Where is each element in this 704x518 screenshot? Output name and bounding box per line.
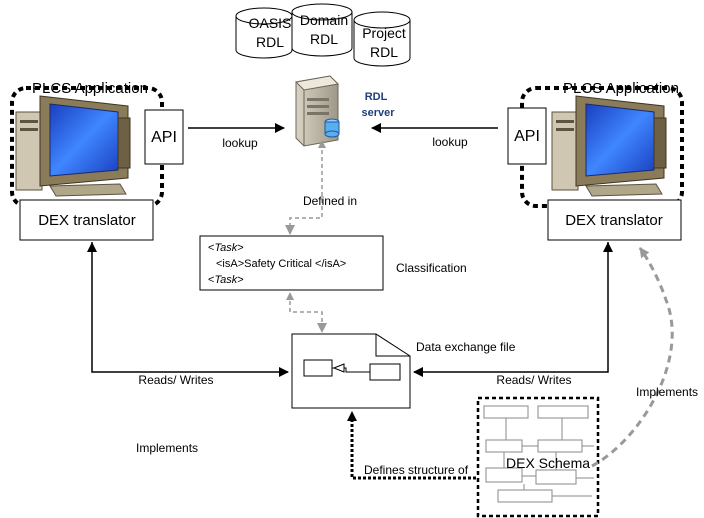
right-dex-translator-label: DEX translator [565,212,663,229]
classification-box: <Task> <isA>Safety Critical </isA> <Task… [199,235,384,291]
project-label-line2: RDL [370,44,398,60]
right-api-box [507,107,547,165]
rdl-server-label-line1: RDL [365,91,388,103]
domain-rdl-database: Domain RDL [291,3,353,57]
classification-label: Classification [396,261,467,275]
project-label-line1: Project [362,25,406,41]
classification-line3: <Task> [208,274,244,286]
data-exchange-file-label: Data exchange file [416,340,516,354]
left-computer-icon [15,95,131,197]
defined-in-connector [285,150,323,235]
classification-line2: <isA>Safety Critical </isA> [216,258,346,270]
defines-structure-arrow [347,411,476,480]
classification-file-connector [289,294,327,333]
left-lookup-label: lookup [222,136,258,150]
right-reads-writes-start-arrowhead [603,242,613,252]
implements-right-label: Implements [636,385,698,399]
left-plcs-application: API PLCS Application DEX translator [10,80,184,241]
oasis-label-line1: OASIS [249,15,292,31]
domain-label-line1: Domain [300,12,348,28]
project-rdl-database: Project RDL [353,11,411,67]
left-reads-writes-label: Reads/ Writes [138,373,213,387]
dex-schema-diagram [476,396,600,518]
defined-in-label: Defined in [303,194,357,208]
rdl-server-icon [294,75,340,147]
right-dex-translator-box [547,199,682,241]
rdl-server-label-line2: server [361,107,395,119]
classification-file-start-arrowhead [286,292,294,300]
right-reads-writes-label: Reads/ Writes [496,373,571,387]
defined-in-start-arrowhead [318,140,326,148]
right-application-title: PLCS Application [563,80,679,97]
right-computer-icon [551,95,667,197]
classification-line1: <Task> [208,242,244,254]
implements-left-label: Implements [136,441,198,455]
right-lookup-label: lookup [432,135,468,149]
left-api-box [144,109,184,165]
data-exchange-file-icon [291,333,411,409]
right-application-boundary [520,86,684,208]
right-reads-writes-arrow [413,242,609,377]
right-plcs-application: API PLCS Application DEX translator [507,80,684,241]
right-api-label: API [514,128,540,145]
left-dex-translator-label: DEX translator [38,212,136,229]
domain-label-line2: RDL [310,31,338,47]
left-application-title: PLCS Application [32,80,148,97]
left-api-label: API [151,129,177,146]
implements-right-arrow [591,247,674,468]
dex-schema-label: DEX Schema [506,455,590,471]
left-dex-translator-box [19,199,154,241]
left-reads-writes-start-arrowhead [87,242,97,252]
defines-structure-label: Defines structure of [364,463,469,477]
oasis-rdl-database: OASIS RDL [235,7,293,59]
left-reads-writes-arrow [91,242,289,377]
oasis-label-line2: RDL [256,34,284,50]
